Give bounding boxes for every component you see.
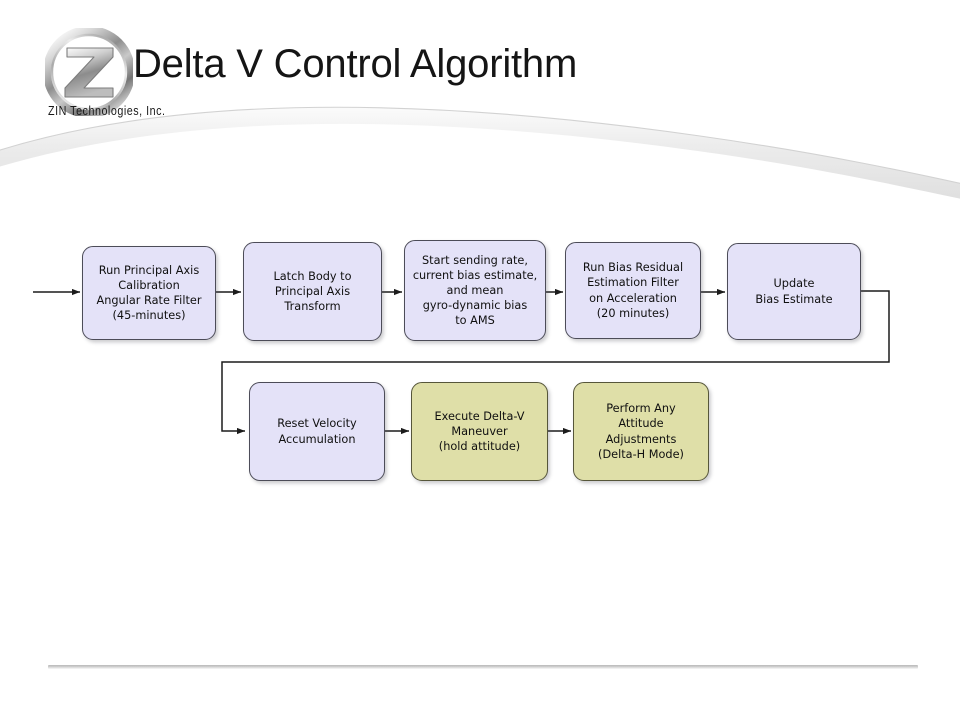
company-name: ZIN Technologies, Inc. (48, 104, 166, 118)
footer-divider (48, 665, 918, 669)
flow-node-label: Perform Any Attitude Adjustments (Delta-… (598, 402, 684, 461)
zin-z-ring-logo-icon (45, 28, 133, 116)
page-title: Delta V Control Algorithm (133, 42, 578, 86)
flow-node-label: Execute Delta-V Maneuver (hold attitude) (434, 409, 525, 453)
flow-node-perform-attitude-adjustments[interactable]: Perform Any Attitude Adjustments (Delta-… (573, 382, 709, 481)
flow-node-label: Reset Velocity Accumulation (277, 417, 357, 446)
flow-node-reset-velocity-accumulation[interactable]: Reset Velocity Accumulation (249, 382, 385, 481)
flow-node-run-bias-residual-estimation-filter[interactable]: Run Bias Residual Estimation Filter on A… (565, 242, 701, 339)
flow-node-start-sending-rate-bias-estimate[interactable]: Start sending rate, current bias estimat… (404, 240, 546, 341)
flow-node-label: Run Principal Axis Calibration Angular R… (96, 263, 202, 323)
header-swoosh-graphic (0, 106, 960, 199)
flow-node-latch-body-to-principal-axis-transform[interactable]: Latch Body to Principal Axis Transform (243, 242, 382, 341)
swoosh-edge-line-icon (0, 106, 960, 184)
swoosh-band-icon (0, 107, 960, 199)
flow-node-label: Latch Body to Principal Axis Transform (273, 269, 352, 313)
flow-node-execute-delta-v-maneuver[interactable]: Execute Delta-V Maneuver (hold attitude) (411, 382, 548, 481)
flow-node-label: Update Bias Estimate (755, 277, 833, 306)
flow-node-run-principal-axis-calibration[interactable]: Run Principal Axis Calibration Angular R… (82, 246, 216, 340)
flow-node-label: Run Bias Residual Estimation Filter on A… (582, 261, 684, 320)
flow-node-label: Start sending rate, current bias estimat… (412, 253, 538, 328)
flow-node-update-bias-estimate[interactable]: Update Bias Estimate (727, 243, 861, 340)
